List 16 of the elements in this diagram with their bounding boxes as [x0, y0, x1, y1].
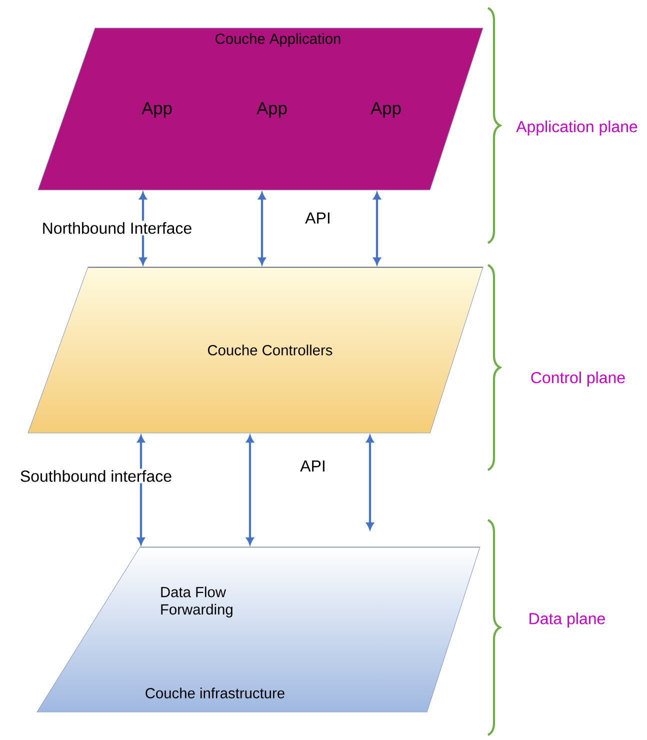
app-label: App — [142, 102, 172, 118]
double-arrow — [366, 435, 374, 530]
double-arrow — [373, 192, 381, 265]
plane-parallelogram: Couche Controllers — [28, 266, 484, 434]
app-label: App — [370, 102, 401, 118]
interface-label: Southbound interface — [20, 470, 172, 482]
app-label: App — [256, 102, 287, 118]
double-arrow — [246, 435, 254, 545]
api-label: API — [305, 212, 330, 224]
plane-label: Data plane — [530, 612, 605, 628]
api-label: API — [300, 460, 324, 472]
double-arrow — [258, 192, 266, 265]
plane-label: Control plane — [531, 372, 625, 386]
interface-label: Northbound Interface — [43, 222, 192, 234]
plane-parallelogram: Data Flow Forwarding Couche infrastructure — [36, 546, 480, 712]
plane-label: Application plane — [516, 120, 638, 136]
